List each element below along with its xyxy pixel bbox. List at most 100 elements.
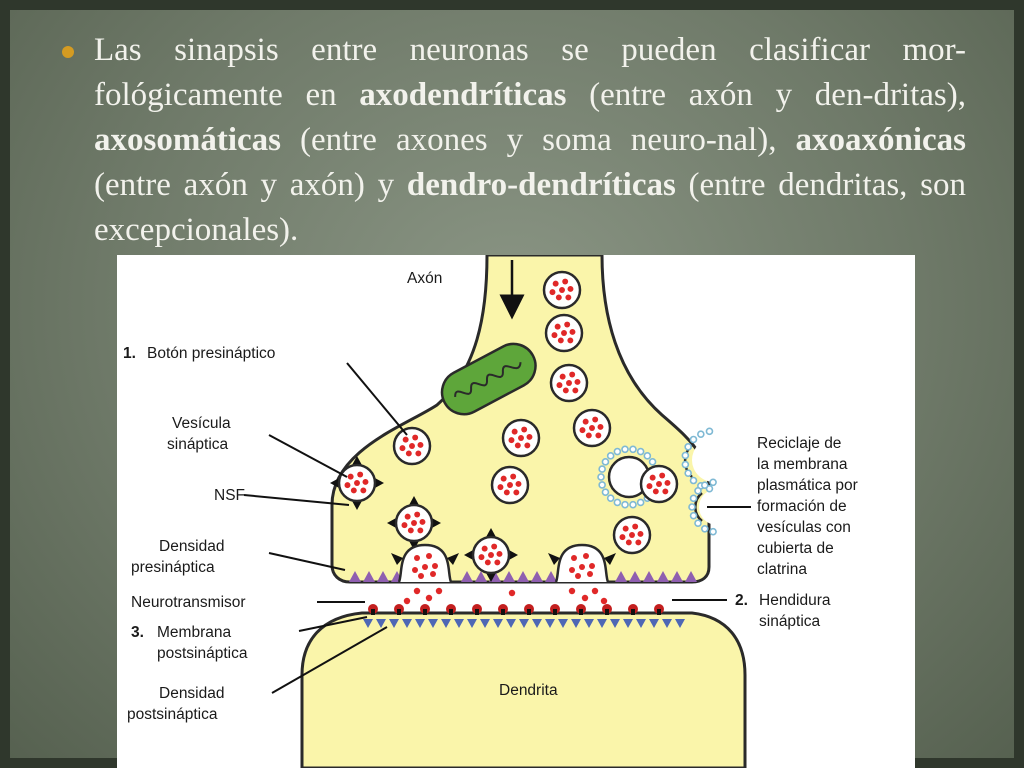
clathrin-coat-dot xyxy=(648,458,657,466)
neurotransmitter-dot xyxy=(632,523,639,530)
neurotransmitter-dot xyxy=(579,427,586,434)
nsf-protein xyxy=(604,553,616,565)
label-reciclaje-7: clatrina xyxy=(757,561,807,578)
synapse-diagram: Axón 1. Botón presináptico Vesícula siná… xyxy=(123,255,858,768)
neurotransmitter-dot xyxy=(526,433,533,440)
neurotransmitter-dot xyxy=(567,337,574,344)
receptor-anchor xyxy=(657,609,661,615)
label-reciclaje-1: Reciclaje de xyxy=(757,435,841,452)
neurotransmitter-dot xyxy=(582,418,589,425)
synaptic-vesicle xyxy=(572,408,612,448)
label-vesicula-2: sináptica xyxy=(167,436,229,453)
neurotransmitter-dot xyxy=(664,479,671,486)
neurotransmitter-dot xyxy=(556,382,563,389)
density-triangle xyxy=(615,571,627,582)
neurotransmitter-dot xyxy=(595,432,602,439)
clathrin-coat-dot xyxy=(598,481,606,489)
neurotransmitter-dot xyxy=(354,480,360,486)
membrane-notch-upper xyxy=(692,438,736,482)
density-triangle xyxy=(402,619,412,628)
neurotransmitter-dot xyxy=(513,489,520,496)
density-triangle xyxy=(636,619,646,628)
neurotransmitter-dot xyxy=(591,587,599,595)
density-triangle xyxy=(584,619,594,628)
density-triangle xyxy=(623,619,633,628)
vesicle-with-nsf xyxy=(464,528,518,582)
clathrin-coat-dot xyxy=(700,525,709,533)
neurotransmitter-dot xyxy=(597,423,604,430)
label-densidad-pre-2: presináptica xyxy=(131,559,215,576)
density-triangle xyxy=(415,619,425,628)
neurotransmitter-dot xyxy=(425,594,433,602)
postsynaptic-receptors xyxy=(368,604,664,615)
receptor-anchor xyxy=(553,609,557,615)
neurotransmitter-dot xyxy=(414,511,421,518)
clathrin-coat-dot xyxy=(684,443,692,451)
neurotransmitter-dot xyxy=(419,518,426,525)
neurotransmitter-dot xyxy=(500,475,507,482)
neurotransmitter-dot xyxy=(411,520,417,526)
neurotransmitter-dot xyxy=(569,371,576,378)
fusing-vesicle-membrane xyxy=(554,543,610,583)
label-boton-num: 1. xyxy=(123,345,136,362)
density-triangle xyxy=(517,571,529,582)
neurotransmitter-dot xyxy=(362,478,369,485)
neurotransmitter-dot xyxy=(409,443,415,449)
clathrin-coat-dot xyxy=(636,498,645,507)
label-densidad-post-2: postsináptica xyxy=(127,706,218,723)
label-membrana-2: postsináptica xyxy=(157,645,248,662)
neurotransmitter-dot xyxy=(344,482,351,489)
label-membrana-1: Membrana xyxy=(157,624,231,641)
neurotransmitter-dot xyxy=(402,436,409,443)
label-hendidura-2: sináptica xyxy=(759,613,821,630)
neurotransmitter-dot xyxy=(514,442,521,449)
density-triangle xyxy=(545,571,557,582)
neurotransmitter-dot xyxy=(561,330,567,336)
label-neurotransmisor: Neurotransmisor xyxy=(131,594,246,611)
term-dendrodendriticas: dendro-dendríticas xyxy=(406,167,676,203)
density-triangle xyxy=(377,571,389,582)
neurotransmitter-dot xyxy=(549,289,556,296)
neurotransmitter-dot xyxy=(557,337,564,344)
neurotransmitter-dot xyxy=(412,434,419,441)
density-triangle xyxy=(531,571,543,582)
nsf-protein xyxy=(447,553,459,565)
term-axodendriticas: axodendríticas xyxy=(359,77,567,113)
neurotransmitter-dot xyxy=(524,442,531,449)
clathrin-coat-dot xyxy=(598,465,606,473)
neurotransmitter-dot xyxy=(566,380,572,386)
fusing-vesicle xyxy=(548,543,616,583)
density-triangle xyxy=(506,619,516,628)
neurotransmitter-dot xyxy=(649,474,656,481)
neurotransmitter-dot xyxy=(478,554,485,561)
receptor-anchor xyxy=(449,609,453,615)
density-triangle xyxy=(597,619,607,628)
label-vesicula-1: Vesícula xyxy=(172,415,231,432)
density-triangle xyxy=(545,619,555,628)
density-triangle xyxy=(532,619,542,628)
density-triangle xyxy=(461,571,473,582)
density-triangle xyxy=(454,619,464,628)
neurotransmitter-dot xyxy=(403,597,411,605)
neurotransmitter-dot xyxy=(571,555,577,561)
neurotransmitter-dot xyxy=(559,287,565,293)
clathrin-coat-dot xyxy=(613,447,622,456)
density-triangle xyxy=(475,571,487,582)
neurotransmitter-dot xyxy=(405,450,412,457)
label-hendidura-num: 2. xyxy=(735,592,748,609)
density-triangle xyxy=(363,619,373,628)
neurotransmitter-dot xyxy=(350,487,357,494)
synaptic-vesicles xyxy=(330,270,679,582)
neurotransmitter-dot xyxy=(551,332,558,339)
neurotransmitter-dot xyxy=(508,437,515,444)
para-text-2: (entre axón y den-dritas), xyxy=(566,77,966,113)
neurotransmitter-dot xyxy=(418,573,424,579)
neurotransmitter-dot xyxy=(635,539,642,546)
clathrin-coat-dot xyxy=(681,451,690,460)
clathrin-coat-dot xyxy=(697,430,705,438)
neurotransmitter-dot xyxy=(552,280,559,287)
para-text-4: (entre axón y axón) y xyxy=(94,167,407,203)
receptor-anchor xyxy=(397,609,401,615)
clathrin-coat-dot xyxy=(636,447,645,456)
synaptic-vesicle xyxy=(392,426,432,466)
